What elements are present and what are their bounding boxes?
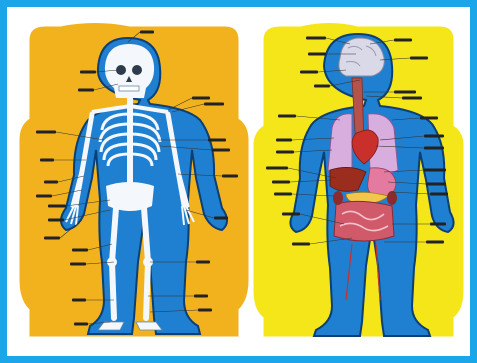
- label-mark: [40, 159, 54, 162]
- label-mark: [410, 57, 428, 60]
- label-mark: [420, 117, 438, 120]
- label-mark: [72, 249, 88, 252]
- label-mark: [80, 71, 96, 74]
- skeleton-panel: [18, 22, 250, 339]
- label-mark: [308, 53, 326, 56]
- label-mark: [426, 183, 446, 186]
- label-mark: [222, 175, 238, 178]
- label-mark: [44, 237, 60, 240]
- label-mark: [48, 205, 66, 208]
- label-mark: [36, 131, 56, 134]
- label-mark: [72, 299, 86, 302]
- label-mark: [44, 181, 58, 184]
- label-mark: [274, 193, 292, 196]
- label-mark: [424, 147, 444, 150]
- label-mark: [204, 103, 224, 106]
- label-mark: [426, 241, 444, 244]
- label-mark: [78, 89, 94, 92]
- organs-panel: [252, 22, 465, 339]
- label-mark: [292, 243, 310, 246]
- label-mark: [70, 263, 86, 266]
- label-mark: [208, 139, 226, 142]
- label-mark: [198, 309, 212, 312]
- label-mark: [194, 295, 208, 298]
- label-mark: [402, 97, 422, 100]
- label-mark: [272, 181, 290, 184]
- label-mark: [282, 213, 300, 216]
- label-mark: [212, 149, 230, 152]
- label-mark: [278, 115, 296, 118]
- label-mark: [430, 223, 446, 226]
- label-mark: [314, 85, 330, 88]
- label-mark: [74, 323, 88, 326]
- label-mark: [36, 195, 52, 198]
- label-mark: [424, 135, 444, 138]
- label-mark: [196, 261, 210, 264]
- label-mark: [48, 219, 64, 222]
- intestines: [334, 201, 394, 241]
- label-mark: [214, 217, 228, 220]
- pelvis: [106, 182, 154, 211]
- label-mark: [300, 71, 318, 74]
- label-mark: [276, 139, 292, 142]
- label-mark: [394, 91, 416, 94]
- label-mark: [306, 37, 326, 40]
- label-mark: [394, 39, 412, 42]
- kidney-right: [387, 191, 397, 205]
- label-mark: [276, 151, 294, 154]
- label-mark: [192, 97, 210, 100]
- teeth: [119, 86, 139, 91]
- eye-socket-right: [132, 65, 142, 75]
- label-mark: [266, 167, 288, 170]
- label-mark: [424, 169, 446, 172]
- kidney-left: [333, 191, 343, 205]
- label-mark: [430, 193, 448, 196]
- label-mark: [140, 31, 154, 34]
